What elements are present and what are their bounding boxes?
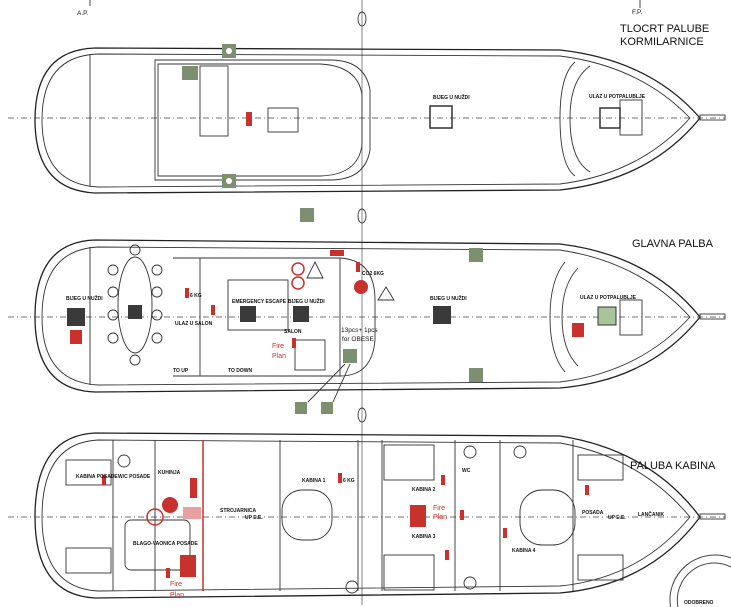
midship-symbol [357, 11, 367, 27]
lifejacket-count: 13pcs+ 1pcs [341, 327, 378, 334]
deck-title-line2: KORMILARNICE [620, 36, 704, 48]
hold-entry-label: ULAZ U POTPALUBLJE [580, 295, 637, 301]
deck-title: GLAVNA PALBA [632, 238, 714, 250]
stamp-text: ODOBRENO [684, 600, 714, 606]
stairs-up-label: TO UP [173, 368, 189, 374]
room-label: KABINA 4 [512, 548, 536, 554]
dining-table [117, 256, 153, 354]
fore-perpendicular-label: F.P. [632, 9, 643, 16]
salon-entry-label: ULAZ U SALON [175, 321, 213, 327]
room-label: POSADA [582, 510, 604, 516]
register-stamp-inner [676, 562, 731, 607]
escape-label: BIJEG U NUŽDI [66, 294, 103, 302]
room-label: BLAGO-VAONICA POSADE [133, 541, 198, 547]
escape-label: BIJEG U NUŽDI [430, 294, 467, 302]
room-label: LANČANIK [638, 511, 664, 518]
fire-plan-label: Plan [170, 592, 184, 599]
wheelhouse-deck: BIJEG U NUŽDI ULAZ U POTPALUBLJE TLOCRT … [8, 23, 726, 194]
room-label: KABINA 2 [412, 487, 436, 493]
register-stamp [669, 554, 731, 607]
emergency-exit-label: UP E.E. [608, 515, 626, 521]
lifebuoy-red-icon [291, 262, 305, 276]
salon-label: SALON [284, 329, 302, 335]
fire-plan-box [410, 505, 426, 527]
escape-hatch-icon [67, 308, 85, 326]
escape-hatch [429, 105, 453, 129]
extinguisher-label: 6 KG [190, 293, 202, 299]
room-label: KABINA 1 [302, 478, 326, 484]
room-label: KABINA 3 [412, 534, 436, 540]
hold-entry-label: ULAZ U POTPALUBLJE [589, 94, 646, 100]
escape-label: BIJEG U NUŽDI [288, 297, 325, 305]
fire-plan-label: Plan [433, 514, 447, 521]
emergency-exit-label: UP E.E. [245, 515, 263, 521]
fire-hose-icon [182, 66, 198, 80]
fire-plan-label: Plan [272, 353, 286, 360]
room-label: KUHINJA [158, 470, 181, 476]
extinguisher-label: 6 KG [343, 478, 355, 484]
fire-extinguisher-icon [246, 112, 252, 126]
fire-plan-label: Fire [170, 581, 182, 588]
room-label: W/C POSADE [118, 474, 151, 480]
main-deck: GLAVNA PALBA BIJEG U NUŽDI BIJEG U NUŽDI… [8, 208, 726, 414]
fire-plan-label: Fire [272, 343, 284, 350]
no-entry-icon [146, 508, 164, 526]
co2-alarm-icon [354, 280, 368, 294]
room-label: WC [462, 468, 471, 474]
fire-hydrant-icon [572, 323, 584, 337]
emergency-light-icon [300, 208, 314, 222]
midship-symbol [357, 407, 367, 423]
cabin-deck: PALUBA KABINA KABINA POSADE W/C POSADE K… [8, 432, 731, 607]
midship-symbol [357, 208, 367, 224]
room-label: STROJARNICA [220, 508, 257, 514]
lifejacket-obese: for OBESE [342, 336, 374, 343]
deck-title: PALUBA KABINA [630, 460, 716, 472]
co2-label: CO2 6KG [362, 271, 384, 277]
emergency-escape-label: EMERGENCY ESCAPE [232, 299, 287, 305]
aft-perpendicular-label: A.P. [77, 10, 89, 17]
emergency-escape-label: BIJEG U NUŽDI [433, 93, 470, 101]
galley-icon [162, 497, 178, 513]
fire-plan-label: Fire [433, 505, 445, 512]
room-label: KABINA POSADE [76, 474, 118, 480]
fire-hydrant-icon [70, 330, 82, 344]
stairs-down-label: TO DOWN [228, 368, 252, 374]
lifejacket-icon [343, 349, 357, 363]
deck-title: TLOCRT PALUBE [620, 23, 709, 35]
